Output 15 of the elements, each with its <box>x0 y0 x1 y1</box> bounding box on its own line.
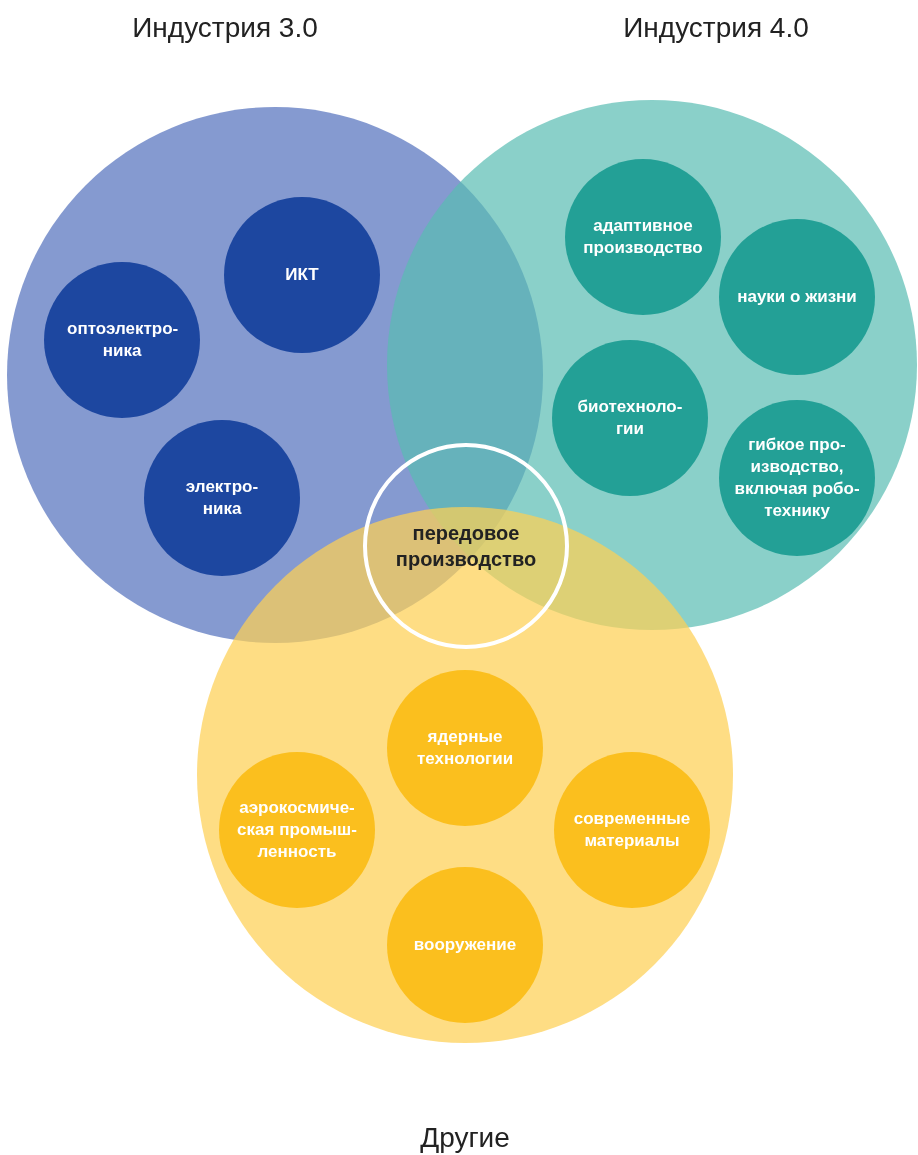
circle-label: электро-ника <box>184 475 260 520</box>
circle-label: науки о жизни <box>737 285 857 308</box>
circle-label: вооружение <box>412 933 518 956</box>
set-title: Индустрия 3.0 <box>132 14 318 42</box>
circle-label: современные материалы <box>572 807 692 852</box>
circle-label: ядерные технологии <box>415 725 515 770</box>
circle-label: гибкое про-изводство, включая робо-технику <box>733 433 861 523</box>
circle-label: ИКТ <box>284 263 320 286</box>
circle-label: аэрокосмиче-ская промыш-ленность <box>236 796 358 864</box>
circle-label: адаптивное производство <box>582 214 704 259</box>
circle-label: передовое производство <box>394 521 538 572</box>
circle-label: оптоэлектро-ника <box>67 317 177 362</box>
set-title: Другие <box>420 1124 510 1152</box>
set-title: Индустрия 4.0 <box>623 14 809 42</box>
circle-label: биотехноло-гии <box>576 395 684 440</box>
